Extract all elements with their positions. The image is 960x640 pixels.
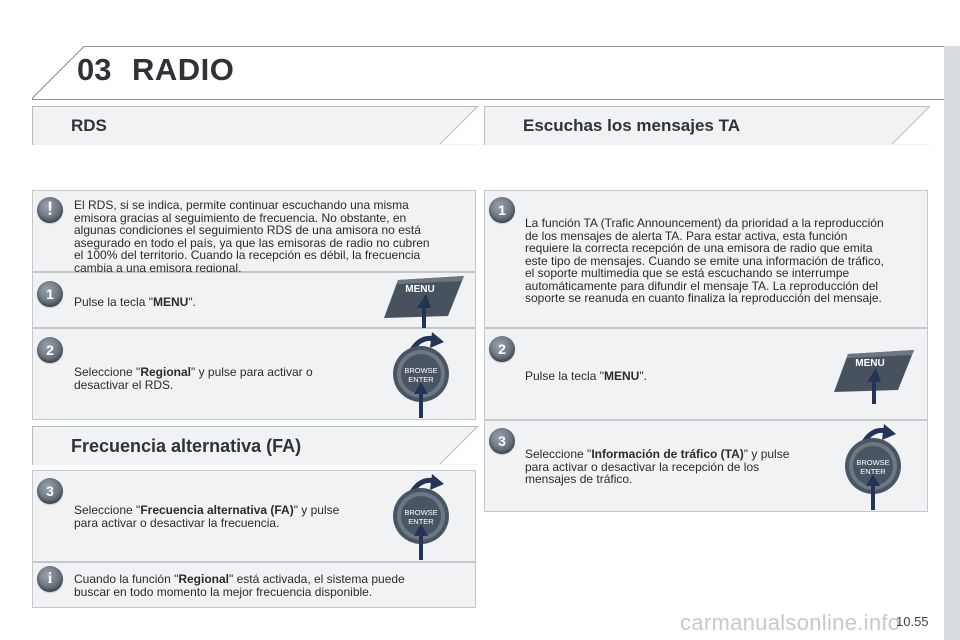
ta-step3-text: Seleccione "Información de tráfico (TA)"… (525, 447, 790, 486)
browse-enter-knob[interactable]: BROWSE ENTER (392, 472, 462, 562)
menu-button[interactable]: MENU (384, 276, 466, 340)
rds-warning-text: El RDS, si se indica, permite continuar … (74, 198, 430, 275)
menu-key-graphic (384, 276, 464, 330)
browse-enter-label: BROWSE ENTER (404, 508, 438, 526)
chapter-number: 03 (77, 52, 112, 87)
page-edge-strip (944, 46, 960, 640)
fa-info-cell (32, 562, 476, 608)
fa-step3-text: Seleccione "Frecuencia alternativa (FA)"… (74, 503, 340, 530)
section-header-rds (32, 106, 478, 145)
section-header-ta (484, 106, 930, 145)
step-badge-2: 2 (37, 337, 63, 363)
section-title-ta: Escuchas los mensajes TA (523, 116, 741, 135)
info-badge: i (37, 566, 63, 592)
browse-enter-graphic (393, 474, 449, 560)
step-badge-2: 2 (489, 336, 515, 362)
browse-enter-label: BROWSE ENTER (404, 366, 438, 384)
rds-step2-text: Seleccione "Regional" y pulse para activ… (74, 365, 313, 392)
ta-step2-text: Pulse la tecla "MENU". (525, 369, 647, 383)
fa-info-text: Cuando la función "Regional" está activa… (74, 572, 405, 599)
section-header-fa (32, 426, 478, 465)
section-header-corner (439, 106, 478, 144)
menu-label: MENU (855, 358, 885, 369)
browse-enter-knob[interactable]: BROWSE ENTER (392, 330, 462, 420)
menu-key-graphic (834, 350, 914, 404)
rds-warning-cell (32, 190, 476, 272)
menu-button[interactable]: MENU (834, 350, 916, 414)
chapter-header-frame (32, 46, 955, 100)
section-header-corner (439, 426, 478, 464)
step-badge-3: 3 (489, 428, 515, 454)
browse-enter-knob[interactable]: BROWSE ENTER (844, 422, 914, 512)
warning-badge: ! (37, 197, 63, 223)
watermark: carmanualsonline.info (680, 610, 901, 635)
browse-enter-graphic (845, 424, 901, 510)
step-badge-3: 3 (37, 478, 63, 504)
step-badge-1: 1 (37, 281, 63, 307)
chapter-title: RADIO (132, 52, 235, 87)
section-header-corner (891, 106, 930, 144)
section-title-fa: Frecuencia alternativa (FA) (71, 436, 302, 456)
rds-step1-text: Pulse la tecla "MENU". (74, 295, 196, 309)
browse-enter-label: BROWSE ENTER (856, 458, 890, 476)
browse-enter-graphic (393, 332, 449, 418)
step-badge-1: 1 (489, 197, 515, 223)
ta-step1-cell (484, 190, 928, 328)
section-title-rds: RDS (71, 116, 107, 135)
page-number: 10.55 (896, 614, 929, 629)
ta-step1-text: La función TA (Trafic Announcement) da p… (525, 216, 884, 305)
menu-label: MENU (405, 284, 435, 295)
